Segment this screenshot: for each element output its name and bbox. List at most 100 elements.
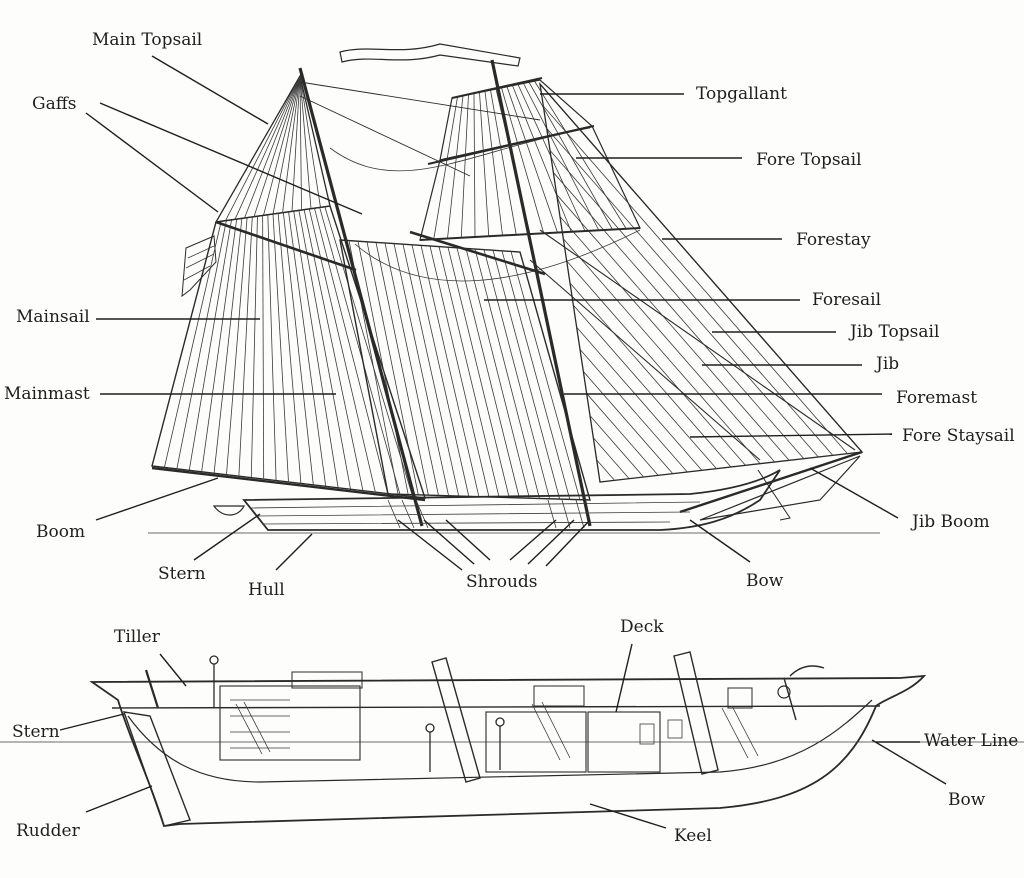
fore-gaff [409,230,546,276]
sail-seam [474,248,540,499]
label-mainsail: Mainsail [16,307,90,327]
sail-seam [543,105,848,454]
sail-seam [447,247,510,498]
sail-seam [319,207,401,496]
sail-seam [303,209,364,491]
sail-seam [357,241,409,495]
sail-seam [549,150,819,458]
label-bow-upper: Bow [746,571,784,591]
sail-seam [479,92,490,237]
deck-line [111,705,881,709]
fore-square-sails [329,79,641,282]
sail-seam [299,75,321,208]
sail-seam [438,246,500,498]
sail-seam [465,248,530,499]
sail-seam [433,96,458,240]
label-foremast: Foremast [896,388,978,408]
topgallant-yard [451,77,543,99]
label-deck: Deck [620,617,664,637]
label-gaffs: Gaffs [32,94,77,114]
stern-flag [181,235,217,298]
sail-seam [563,238,761,464]
label-water-line: Water Line [924,731,1019,751]
label-tiller: Tiller [114,627,160,647]
sail-seam [282,212,314,485]
sail-seam [375,242,429,496]
aft-cabin [219,685,361,761]
sail-seam [324,206,413,497]
label-boom: Boom [36,522,86,542]
sail-seam [402,244,460,497]
label-fore-staysail: Fore Staysail [902,426,1015,446]
sail-seam [573,304,717,469]
sail-seam [213,218,243,474]
cutaway-foremast [673,651,719,775]
pennant [339,43,521,67]
label-mainmast: Mainmast [4,384,90,404]
sail-seam [225,75,301,221]
sail-seam [506,86,558,233]
schooner-hull [242,469,781,531]
sail-seam [534,80,627,229]
sail-seam [308,208,376,493]
sail-seam [393,243,449,496]
sail-seam [366,241,419,495]
sail-seam [593,437,630,479]
main-topsail [214,74,331,223]
sail-seam [420,245,480,497]
sail-seam [244,75,301,219]
sail-seam [460,94,469,238]
label-fore-topsail: Fore Topsail [756,150,862,170]
main-boom [151,466,426,502]
sail-seam [576,326,703,471]
sail-seam [483,249,550,499]
sail-seam [429,245,490,498]
main-gaff [215,220,357,272]
sail-seam [583,371,674,474]
label-keel: Keel [674,826,712,846]
sail-seam [566,260,746,466]
sail-seam [556,194,790,461]
sail-seam [473,93,476,238]
sail-seam [484,91,503,236]
tiller [144,669,160,709]
rudder [122,711,191,827]
sail-seam [523,83,600,231]
sail-seam [411,244,470,497]
sail-seam [226,217,248,475]
label-rudder: Rudder [16,821,80,841]
label-shrouds: Shrouds [466,572,538,592]
sail-seam [586,393,659,476]
mainmast [298,67,424,527]
label-stern-upper: Stern [158,564,206,584]
sail-seam [553,172,805,459]
topsail-yard [427,125,595,165]
sail-seam [262,215,265,480]
sail-seam [314,208,389,494]
sail-seam [293,211,339,488]
sail-seam [447,95,464,239]
sail-seam [299,75,312,209]
sail-seam [456,247,520,498]
head-sails [529,81,864,483]
label-stern-lower: Stern [12,722,60,742]
crew-figures [209,655,505,772]
sail-seam [253,75,301,217]
sail-seam [267,214,277,481]
sail-seam [298,210,351,490]
sail-seam [546,127,834,456]
label-hull: Hull [248,580,285,600]
sail-seam [559,216,775,463]
sail-seam [272,213,289,483]
schooner-cutaway-view [0,651,1024,827]
foremast [490,59,592,527]
sail-seam [596,459,615,481]
sail-seam [510,251,581,500]
schooner-side-view [148,43,880,534]
sail-seam [188,219,232,471]
sail-seam [512,85,572,232]
sail-seam [501,87,545,234]
sail-seam [282,75,301,213]
sail-seam [579,349,688,473]
sail-seam [492,250,561,500]
